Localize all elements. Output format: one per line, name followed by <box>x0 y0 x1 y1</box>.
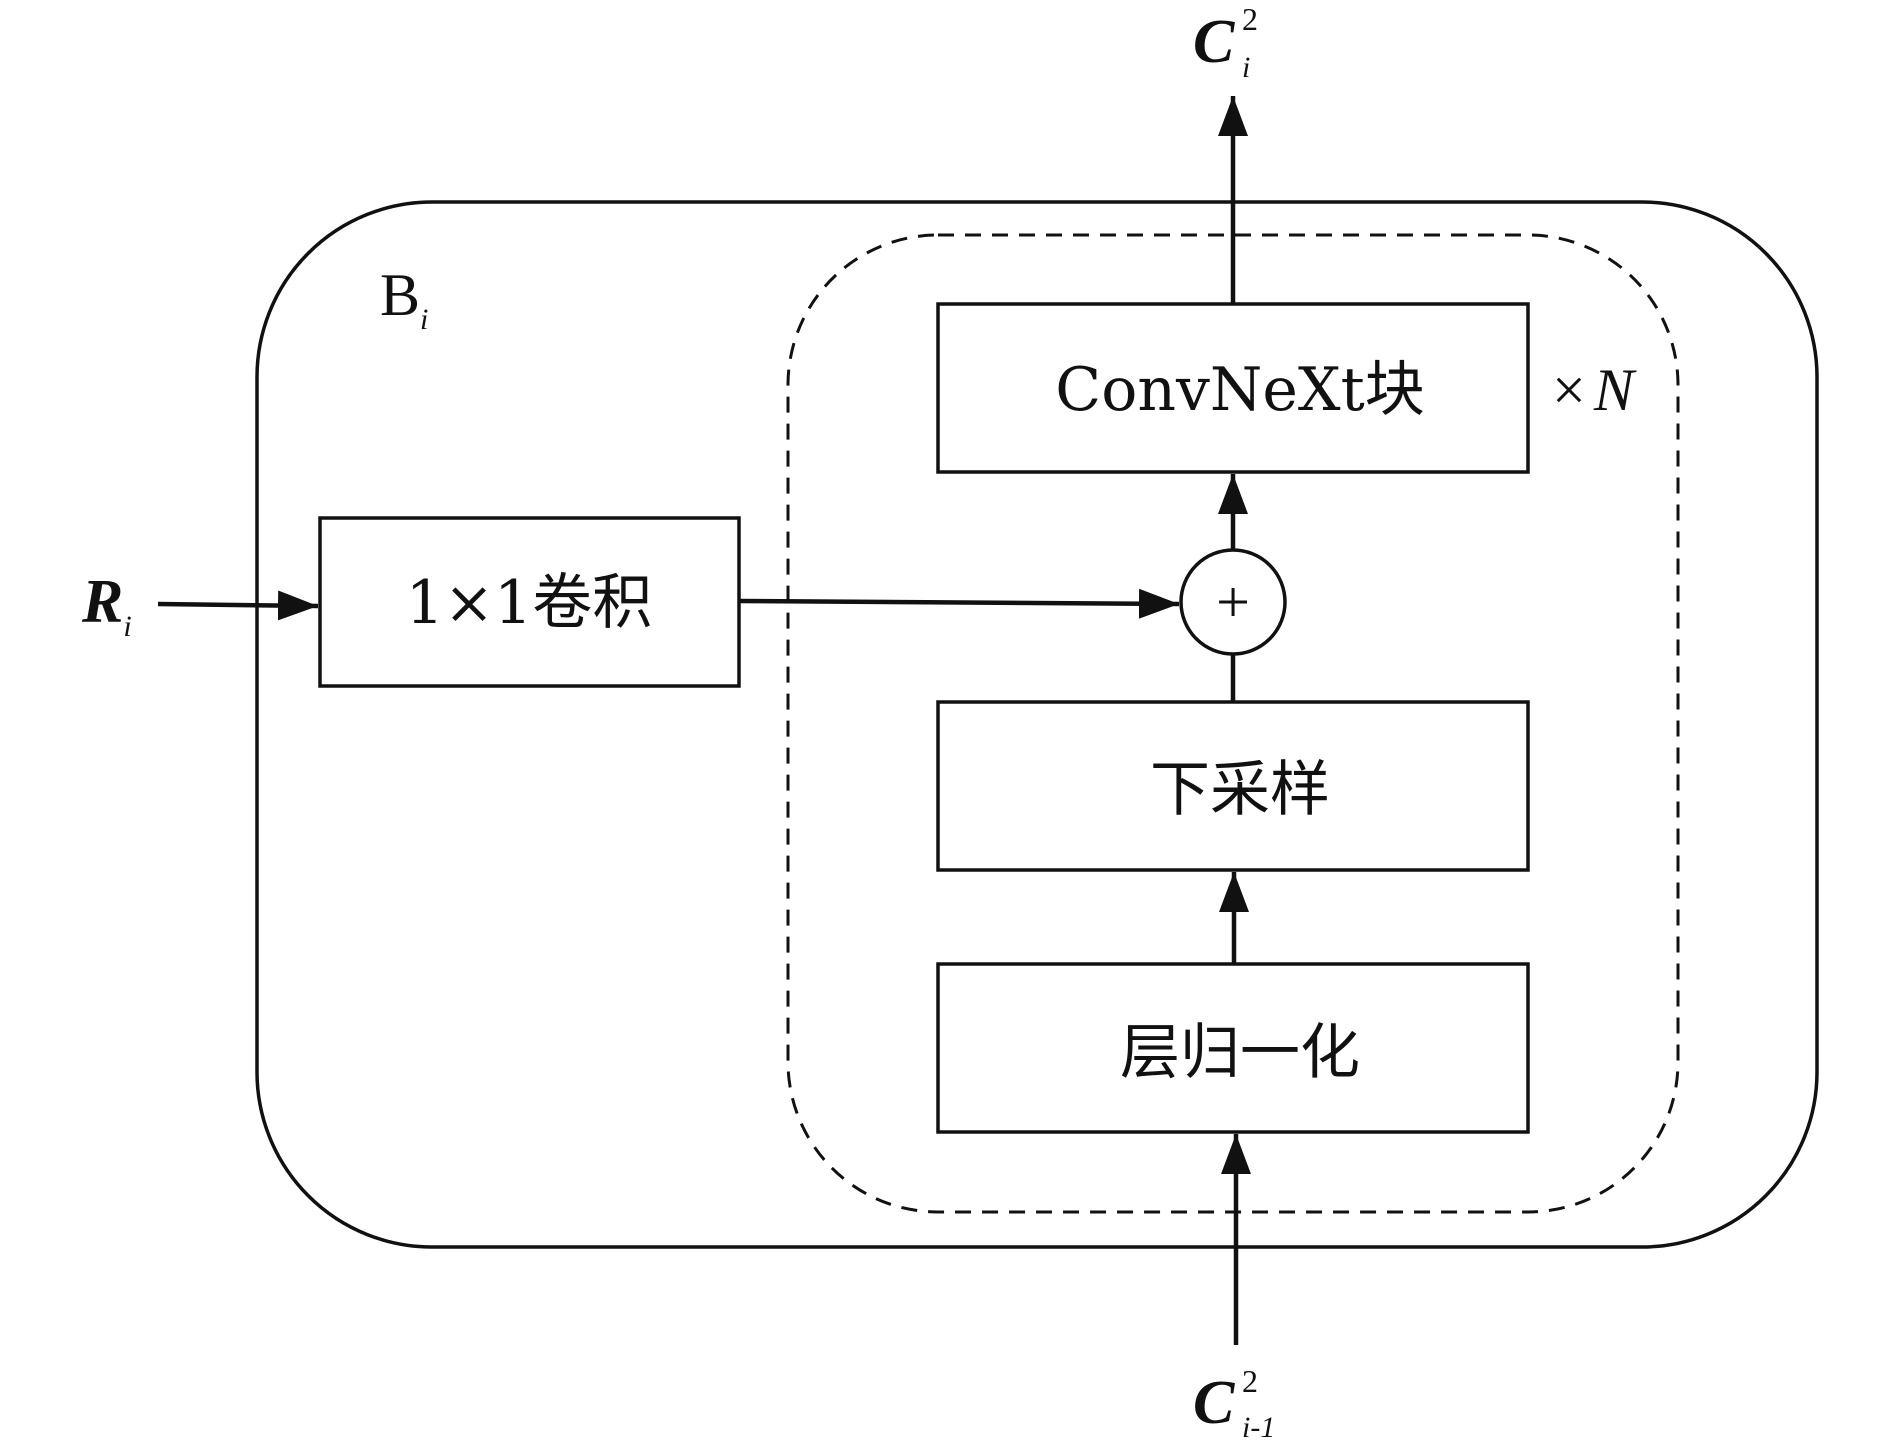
input-r-label: Ri <box>81 568 132 643</box>
output-c-label: C <box>1193 8 1235 76</box>
input-c-prev-sup: 2 <box>1242 1363 1258 1399</box>
block-label-sub: i <box>420 303 428 336</box>
downsample-box <box>936 700 1530 872</box>
output-c-sub: i <box>1242 51 1250 84</box>
layernorm-label: 层归一化 <box>1120 1018 1360 1088</box>
arrow-input-r <box>157 590 319 621</box>
block-label: Bi <box>380 262 428 336</box>
add-node-symbol: + <box>1216 569 1250 635</box>
arrow-conv-to-add <box>738 588 1180 619</box>
conv1x1-label: 1×1卷积 <box>406 568 653 638</box>
layernorm-box <box>936 962 1530 1134</box>
convnext-box <box>936 302 1530 474</box>
input-c-prev-sub: i-1 <box>1242 1411 1275 1441</box>
outer-block <box>255 200 1819 1249</box>
conv1x1-box <box>318 516 741 688</box>
convnext-label: ConvNeXt块 <box>1055 355 1424 425</box>
downsample-label: 下采样 <box>1150 755 1330 825</box>
repeat-region <box>786 233 1680 1214</box>
output-c-sup: 2 <box>1242 1 1258 37</box>
repeat-label: ×N <box>1552 357 1637 423</box>
input-c-prev-label: C <box>1193 1369 1235 1437</box>
